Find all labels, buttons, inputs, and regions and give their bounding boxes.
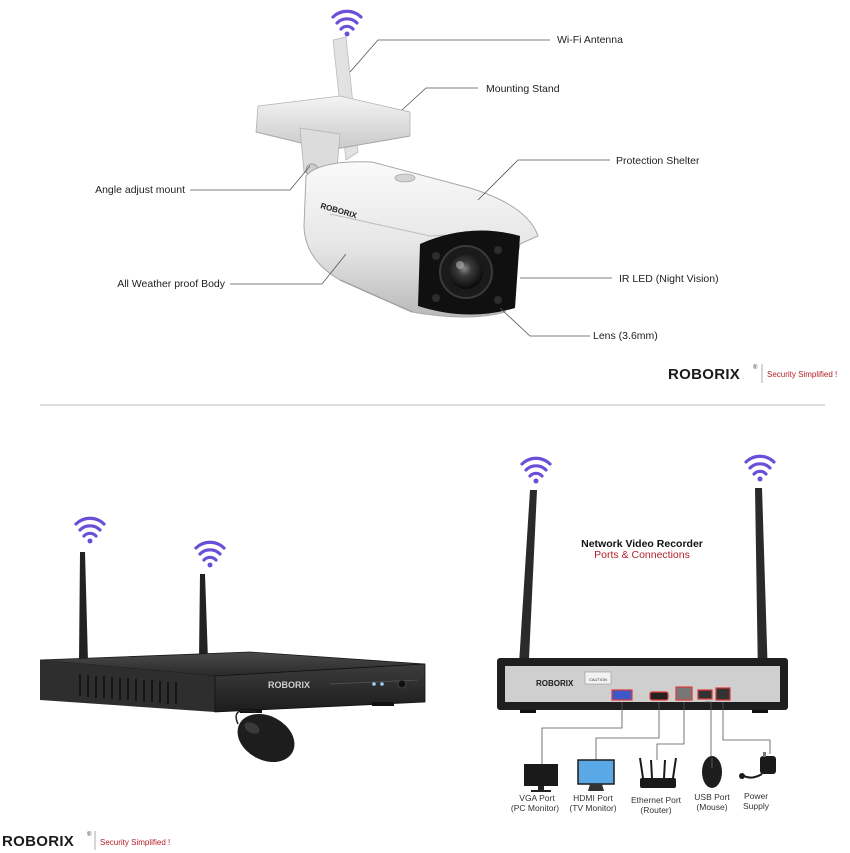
port-label-vga: VGA Port	[519, 793, 555, 803]
ethernet-port	[675, 686, 693, 701]
label-protection-shelter: Protection Shelter	[616, 155, 700, 167]
label-wifi-antenna: Wi-Fi Antenna	[557, 34, 623, 46]
nvr-back-title: Network Video Recorder	[581, 538, 703, 550]
monitor-icon	[524, 764, 558, 792]
hdmi-port	[649, 691, 669, 701]
nvr-front-usb	[397, 679, 407, 689]
brand-registered-bottom: ®	[87, 831, 92, 838]
camera-body: ROBORIX	[303, 161, 539, 318]
label-lens: Lens (3.6mm)	[593, 330, 658, 342]
port-sublabel-ethernet: (Router)	[640, 805, 671, 815]
nvr-front-antenna-right	[199, 574, 208, 660]
port-sublabel-hdmi: (TV Monitor)	[569, 803, 616, 813]
port-sublabel-usb: (Mouse)	[696, 802, 727, 812]
power-adapter-icon	[739, 752, 776, 779]
port-sublabel-power: Supply	[743, 801, 770, 811]
wifi-icon	[194, 540, 226, 568]
router-icon	[639, 757, 677, 788]
brand-logo-top: ROBORIX ® Security Simplified !	[668, 364, 837, 383]
port-sublabel-vga: (PC Monitor)	[511, 803, 559, 813]
mouse-icon	[702, 756, 722, 788]
camera-illustration: ROBORIX Wi-Fi Antenna Mounting Stand Ang…	[95, 9, 719, 342]
camera-lens	[449, 255, 483, 289]
brand-tagline-top: Security Simplified !	[767, 370, 837, 379]
camera-leader-lines	[190, 39, 612, 337]
nvr-back-caution: CAUTION	[589, 677, 607, 682]
port-label-usb: USB Port	[694, 792, 730, 802]
vga-port	[611, 689, 633, 701]
wifi-icon	[520, 456, 552, 484]
brand-tagline-bottom: Security Simplified !	[100, 838, 170, 847]
brand-name-bottom: ROBORIX	[2, 833, 74, 850]
tv-icon	[577, 759, 615, 791]
label-angle-adjust-mount: Angle adjust mount	[95, 184, 185, 196]
nvr-back-brand: ROBORIX	[536, 679, 574, 688]
wifi-icon	[331, 9, 363, 37]
nvr-back-subtitle: Ports & Connections	[594, 549, 690, 561]
brand-logo-bottom: ROBORIX ® Security Simplified !	[2, 831, 170, 850]
nvr-back-antenna-right	[755, 488, 768, 678]
port-label-power: Power	[744, 791, 768, 801]
nvr-back-illustration: Network Video Recorder Ports & Connectio…	[497, 454, 788, 815]
brand-registered-top: ®	[753, 364, 758, 371]
brand-name-top: ROBORIX	[668, 366, 740, 383]
wifi-icon	[744, 454, 776, 482]
mounting-stand	[255, 95, 411, 181]
usb-port	[697, 689, 713, 700]
mouse-icon	[237, 714, 295, 762]
nvr-back-antenna-left	[518, 490, 537, 680]
nvr-front-brand: ROBORIX	[268, 680, 310, 690]
port-label-hdmi: HDMI Port	[573, 793, 613, 803]
power-port	[715, 687, 731, 701]
nvr-front-illustration: ROBORIX	[39, 516, 426, 762]
nvr-front-antenna-left	[79, 552, 88, 662]
port-label-ethernet: Ethernet Port	[631, 795, 682, 805]
label-weather-body: All Weather proof Body	[117, 278, 226, 290]
wifi-icon	[74, 516, 106, 544]
nvr-back-leader-lines	[541, 701, 771, 764]
label-ir-led: IR LED (Night Vision)	[619, 273, 719, 285]
label-mounting-stand: Mounting Stand	[486, 83, 560, 95]
